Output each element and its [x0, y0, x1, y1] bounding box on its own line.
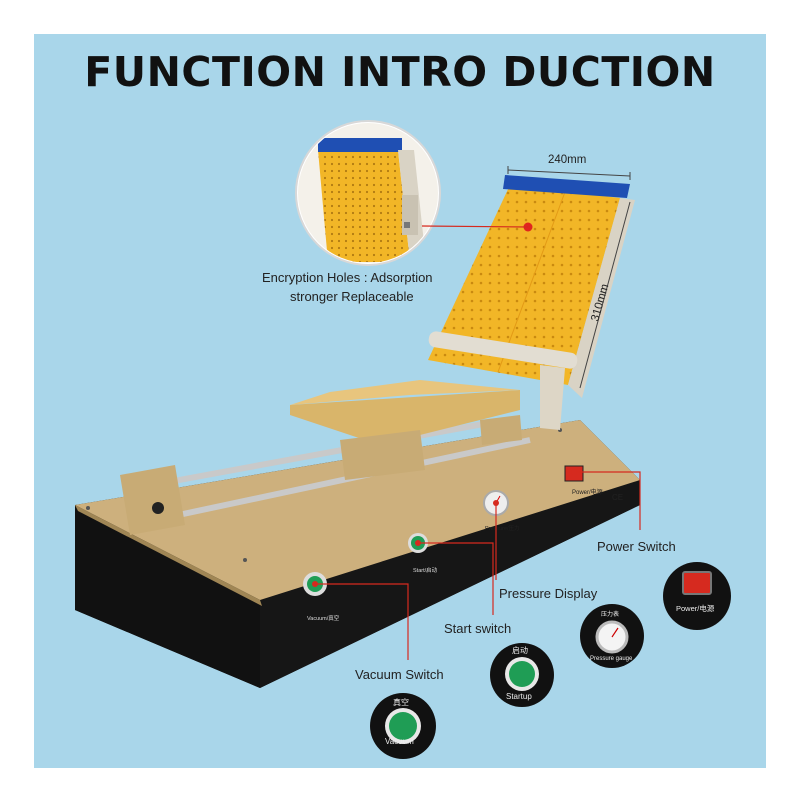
pressure-display-callout: Pressure Display — [499, 586, 598, 601]
encryption-callout-line2: stronger Replaceable — [290, 289, 414, 304]
machine-pressure-label: Pressure/压力 — [485, 524, 520, 532]
pressure-detail-bottom: Pressure gauge — [590, 656, 633, 662]
vacuum-button-detail: 真空 Vacuum — [370, 693, 436, 759]
power-switch-callout: Power Switch — [597, 539, 676, 554]
hole-detail-zoom — [295, 120, 441, 266]
start-button-detail: 启动 Startup — [490, 643, 554, 707]
start-detail-top: 启动 — [512, 645, 528, 655]
pressure-detail-top: 压力表 — [601, 610, 619, 618]
machine-power-label: Power/电源 — [572, 488, 603, 496]
rail-slider — [120, 380, 531, 535]
callout-dots — [312, 469, 577, 587]
pressure-gauge-detail: 压力表 Pressure gauge — [580, 604, 644, 668]
width-dimension: 240mm — [548, 154, 587, 166]
dimension-lines — [507, 166, 631, 389]
callout-lines — [315, 225, 641, 660]
start-switch-callout: Start switch — [444, 621, 512, 636]
machine-vacuum-label: Vacuum/真空 — [307, 614, 340, 622]
vacuum-detail-bottom: Vacuum — [385, 737, 414, 746]
vacuum-detail-top: 真空 — [393, 697, 409, 707]
power-detail-label: Power/电源 — [676, 603, 715, 613]
machine-start-label: Start/启动 — [413, 566, 438, 574]
encryption-callout-line1: Encryption Holes : Adsorption — [262, 270, 433, 285]
page-title: FUNCTION INTRO DUCTION — [84, 48, 716, 96]
start-detail-bottom: Startup — [506, 692, 532, 701]
suction-pad — [428, 175, 635, 430]
power-switch-detail: Power/电源 — [663, 562, 731, 630]
ce-mark: CE — [612, 493, 623, 502]
machine-body — [75, 420, 640, 688]
vacuum-switch-callout: Vacuum Switch — [355, 667, 444, 682]
